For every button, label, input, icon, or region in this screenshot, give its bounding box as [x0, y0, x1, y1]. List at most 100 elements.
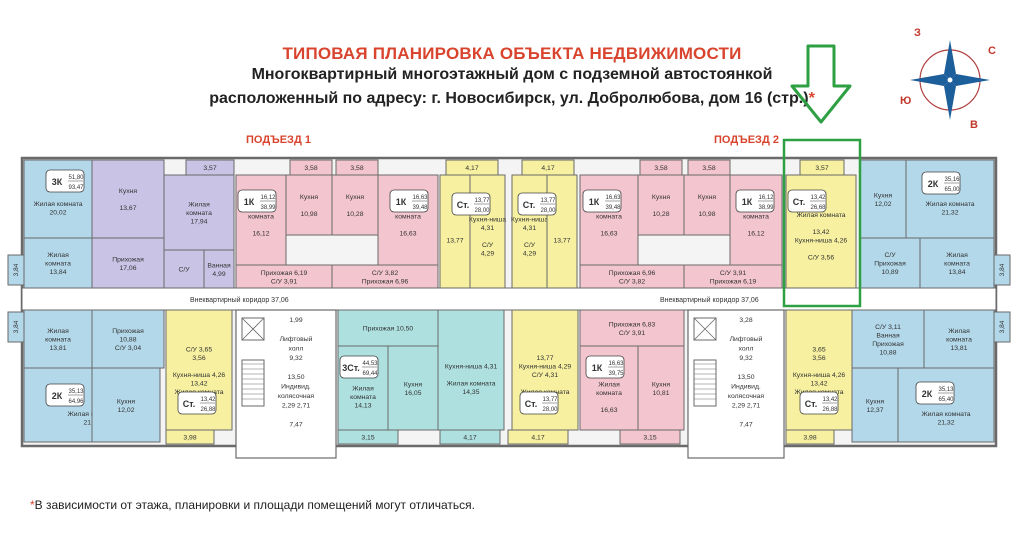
room [335, 159, 379, 176]
living-area: 13,77 [474, 198, 490, 204]
total-area: 64,96 [68, 399, 84, 405]
apartment-badge [921, 171, 961, 195]
apartment-badge [915, 381, 955, 405]
compass-north: С [988, 45, 996, 57]
service-label: 2,29 2,71 [282, 403, 311, 410]
total-area: 28,00 [540, 208, 556, 214]
living-area: 13,77 [542, 397, 558, 403]
room-label: Кухня-ниша [469, 216, 506, 223]
room-label: 3,58 [702, 165, 715, 172]
room-label: 4,17 [541, 165, 554, 172]
room-label: Кухня [300, 194, 319, 201]
room-label: Жилая [47, 328, 69, 335]
living-area: 44,53 [362, 361, 378, 367]
elevator-shaft [693, 317, 717, 341]
room [687, 159, 731, 176]
room-label: Кухня [404, 381, 423, 388]
room-label: 4,17 [465, 165, 478, 172]
living-area: 16,12 [758, 195, 774, 201]
room-label: 16,63 [399, 230, 416, 237]
room-label: 10,98 [300, 211, 317, 218]
room-label: 4,17 [463, 435, 476, 442]
room-label: Прихожая 6,19 [710, 278, 757, 285]
service-label: Индивид. [731, 384, 761, 391]
room [683, 264, 783, 289]
apartment-badge [45, 169, 85, 193]
room-label: С/У [884, 252, 896, 259]
room-label: С/У 3,11 [875, 324, 901, 331]
service-label: 9,32 [739, 355, 752, 362]
footnote: *В зависимости от этажа, планировки и пл… [30, 498, 475, 512]
room-label: 4,29 [481, 250, 494, 257]
stairs [241, 359, 265, 407]
room-label: комната [395, 213, 421, 220]
room-label: 10,98 [698, 211, 715, 218]
service-label: 3,28 [739, 317, 752, 324]
room-label: 4,17 [531, 435, 544, 442]
compass-south: Ю [900, 95, 911, 107]
total-area: 93,47 [68, 185, 84, 191]
apartment-badge [237, 189, 277, 213]
room-label: 13,81 [950, 345, 967, 352]
total-area: 26,88 [822, 407, 838, 413]
total-area: 38,99 [758, 205, 774, 211]
room [785, 429, 835, 445]
room-label: 14,35 [462, 389, 479, 396]
room-label: С/У [524, 242, 536, 249]
room-label: комната [596, 213, 622, 220]
bay-label: 3,84 [999, 263, 1006, 276]
living-area: 35,16 [944, 177, 960, 183]
compass-rose-icon: З С Ю В [900, 27, 996, 131]
room-label: Ванная [207, 262, 231, 269]
room [203, 249, 235, 289]
total-area: 65,40 [938, 397, 954, 403]
total-area: 26,88 [200, 407, 216, 413]
room-label: комната [350, 394, 376, 401]
room-label: С/У 3,56 [808, 255, 834, 262]
room-label: Кухня [698, 194, 717, 201]
apartment-badge [451, 192, 491, 216]
room-label: С/У [178, 267, 190, 274]
room-label: С/У [482, 242, 494, 249]
page-subtitle-1: Многоквартирный многоэтажный дом с подзе… [251, 66, 773, 83]
room-label: 16,05 [404, 390, 421, 397]
room-label: Ванная [876, 332, 900, 339]
room-label: 16,12 [252, 230, 269, 237]
room-label: 16,63 [600, 407, 617, 414]
down-arrow-icon [790, 44, 852, 124]
room [445, 159, 499, 176]
apartment-badge [177, 391, 217, 415]
page-title: ТИПОВАЯ ПЛАНИРОВКА ОБЪЕКТА НЕДВИЖИМОСТИ [282, 44, 742, 63]
living-area: 16,63 [608, 361, 624, 367]
room-label: Жилая комната [33, 201, 82, 208]
room-label: 3,56 [192, 355, 205, 362]
room-label: 3,58 [304, 165, 317, 172]
room-label: С/У 3,91 [619, 330, 645, 337]
elevator-cross [241, 317, 265, 341]
service-label: 1,99 [289, 317, 302, 324]
living-area: 51,80 [68, 175, 84, 181]
corridor [21, 287, 997, 311]
living-area: 35,13 [68, 389, 84, 395]
room-label: комната [45, 337, 71, 344]
room [387, 345, 439, 431]
room-label: Кухня-ниша 4,31 [445, 363, 498, 370]
room-label: 17,94 [190, 219, 207, 226]
room-label: 12,02 [874, 201, 891, 208]
service-label: 7,47 [289, 422, 302, 429]
room [165, 429, 215, 445]
total-area: 38,99 [260, 205, 276, 211]
total-area: 28,00 [474, 208, 490, 214]
room [521, 159, 575, 176]
room-label: 4,99 [212, 271, 225, 278]
living-area: 16,63 [412, 195, 428, 201]
room-label: 13,81 [49, 345, 66, 352]
room-label: С/У 4,31 [532, 372, 558, 379]
service-label: Лифтовый [280, 335, 313, 343]
room [923, 309, 995, 369]
room-label: С/У 3,04 [115, 345, 141, 352]
service-label: холл [739, 346, 754, 353]
apartment-type: 1К [742, 197, 753, 207]
bay-label: 3,84 [13, 320, 20, 333]
room-label: 3,58 [654, 165, 667, 172]
